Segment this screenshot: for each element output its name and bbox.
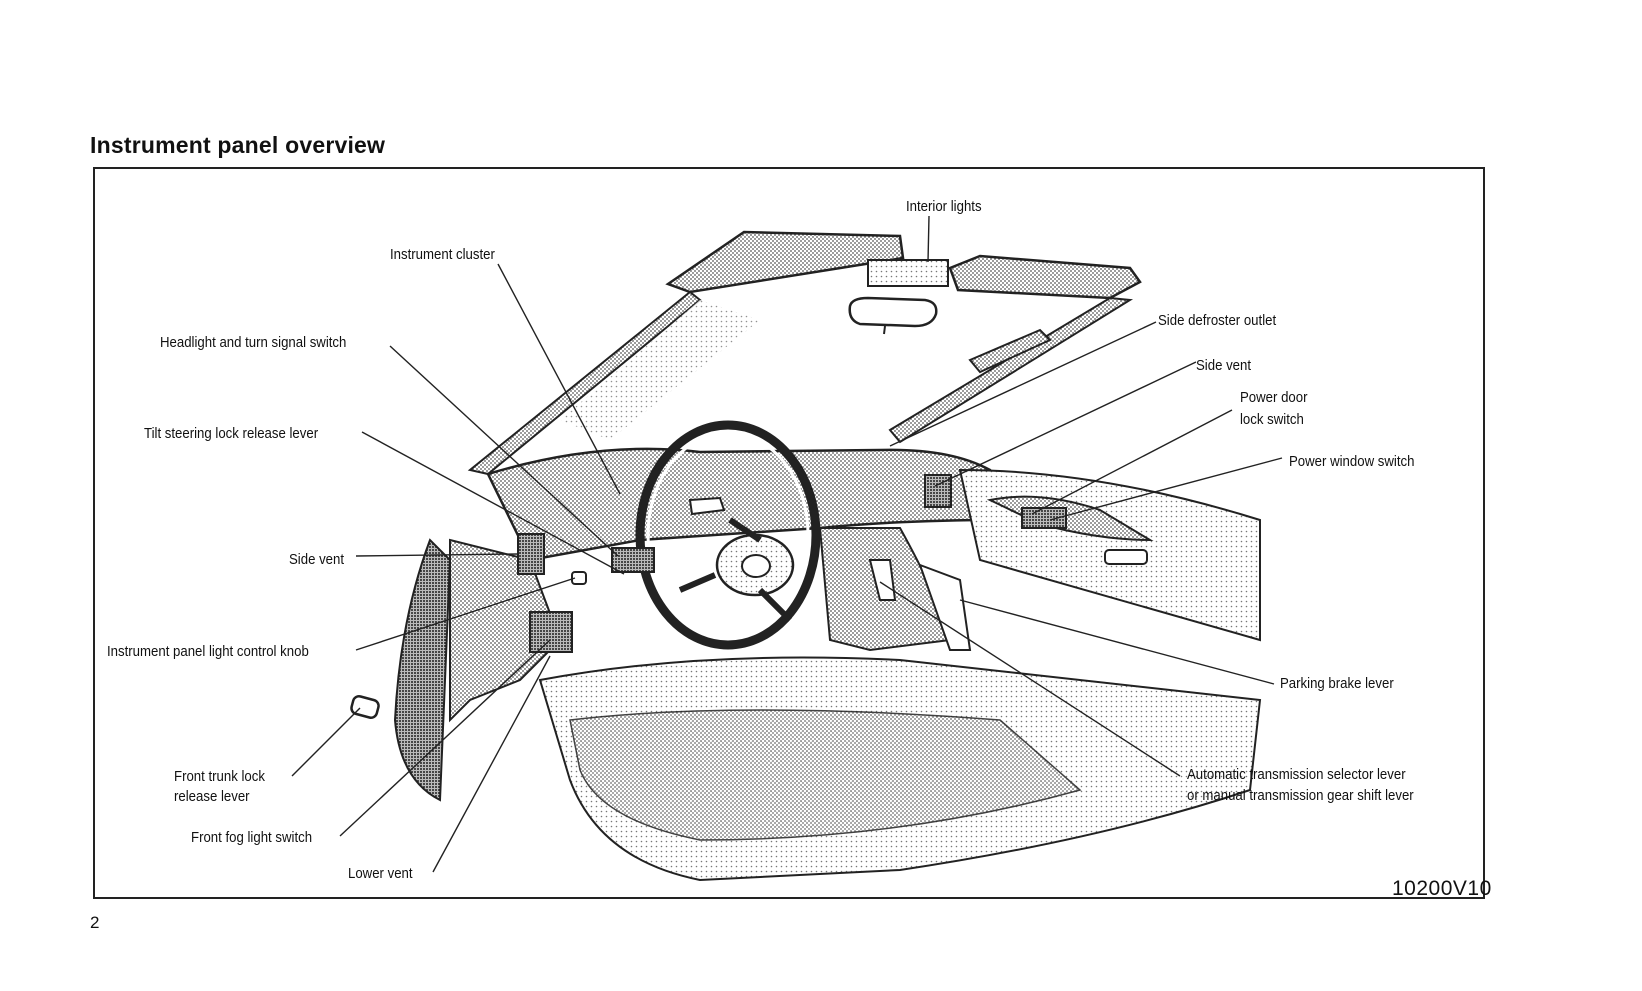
floor-mat: [569, 709, 1082, 841]
label-instrument-cluster: Instrument cluster: [390, 246, 495, 263]
label-transmission-2: or manual transmission gear shift lever: [1187, 787, 1414, 804]
front-trunk-release: [350, 695, 380, 719]
label-front-trunk-1: Front trunk lock: [174, 768, 265, 785]
page-title: Instrument panel overview: [90, 132, 386, 158]
label-interior-lights: Interior lights: [906, 198, 982, 215]
headlight-switch-stalk: [611, 547, 655, 573]
door-handle: [1104, 549, 1148, 565]
label-fog-light: Front fog light switch: [191, 829, 313, 846]
label-power-door-2: lock switch: [1240, 411, 1304, 428]
label-transmission-1: Automatic transmission selector lever: [1187, 766, 1406, 783]
label-tilt-steering: Tilt steering lock release lever: [144, 425, 319, 442]
page-number: 2: [90, 913, 100, 932]
label-power-door-1: Power door: [1240, 389, 1308, 406]
label-headlight-switch: Headlight and turn signal switch: [160, 334, 347, 351]
label-lower-vent: Lower vent: [348, 865, 413, 882]
label-side-vent-right: Side vent: [1196, 357, 1252, 374]
figure-frame: [93, 167, 1485, 899]
light-control-knob: [571, 571, 587, 585]
windshield-glass-left: [560, 300, 760, 440]
rearview-mirror: [848, 296, 938, 328]
figure-code: 10200V10: [1392, 877, 1492, 900]
sun-visor-right: [948, 254, 1142, 300]
label-front-trunk-2: release lever: [174, 788, 250, 805]
label-side-defroster: Side defroster outlet: [1158, 312, 1277, 329]
label-power-window: Power window switch: [1289, 453, 1415, 470]
parking-brake: [918, 563, 972, 651]
lower-vent: [529, 611, 573, 653]
label-side-vent-left: Side vent: [289, 551, 345, 568]
door-frame-right: [968, 328, 1052, 374]
left-door-panel: [393, 538, 452, 802]
gear-selector: [868, 559, 897, 601]
label-parking-brake: Parking brake lever: [1280, 675, 1394, 692]
interior-light-unit: [867, 259, 949, 287]
sun-visor-left: [665, 230, 905, 294]
side-vent-left: [517, 533, 545, 575]
label-panel-light-knob: Instrument panel light control knob: [107, 643, 309, 660]
steering-wheel-rim: [635, 420, 821, 650]
